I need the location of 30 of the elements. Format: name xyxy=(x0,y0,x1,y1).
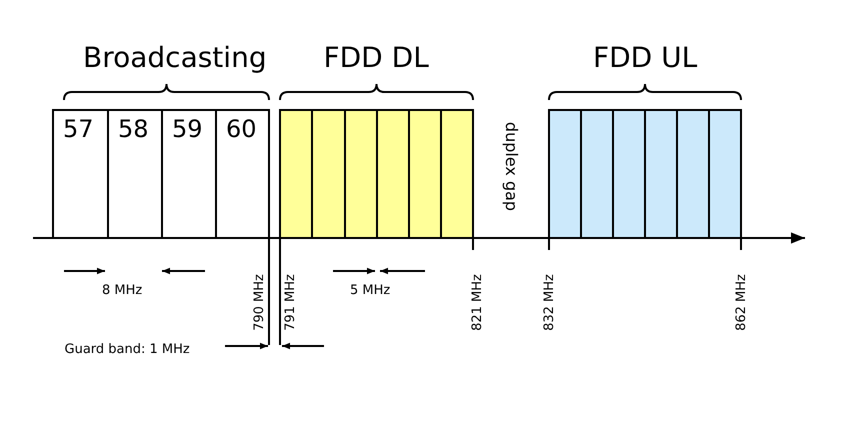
uplink-channel-box xyxy=(676,109,710,239)
channel-box xyxy=(215,109,270,239)
band-title: Broadcasting xyxy=(83,40,267,74)
uplink-channel-box xyxy=(548,109,582,239)
frequency-label: 862 MHz xyxy=(733,274,748,330)
uplink-channel-box xyxy=(612,109,646,239)
channel-number: 58 xyxy=(118,115,149,143)
channel-number: 60 xyxy=(226,115,257,143)
frequency-label: 821 MHz xyxy=(469,274,484,330)
band-title: FDD DL xyxy=(324,40,429,74)
bandwidth-label: 8 MHz xyxy=(102,282,142,298)
uplink-channel-box xyxy=(580,109,614,239)
note: Guard band: 1 MHz xyxy=(64,342,190,356)
uplink-channel-box xyxy=(708,109,742,239)
band-title: FDD UL xyxy=(593,40,698,74)
frequency-label: 790 MHz xyxy=(251,274,266,330)
gap-label: duplex gap xyxy=(502,121,521,211)
bandwidth-label: 5 MHz xyxy=(350,282,390,298)
uplink-channel-box xyxy=(644,109,678,239)
downlink-channel-box xyxy=(440,109,474,239)
frequency-label: 791 MHz xyxy=(282,274,298,330)
downlink-channel-box xyxy=(376,109,410,239)
downlink-channel-box xyxy=(344,109,378,239)
downlink-channel-box xyxy=(311,109,346,239)
downlink-channel-box xyxy=(279,109,313,239)
channel-number: 59 xyxy=(172,115,203,143)
channel-box xyxy=(52,109,109,239)
downlink-channel-box xyxy=(408,109,442,239)
frequency-label: 832 MHz xyxy=(541,274,556,330)
channel-number: 57 xyxy=(63,115,94,143)
